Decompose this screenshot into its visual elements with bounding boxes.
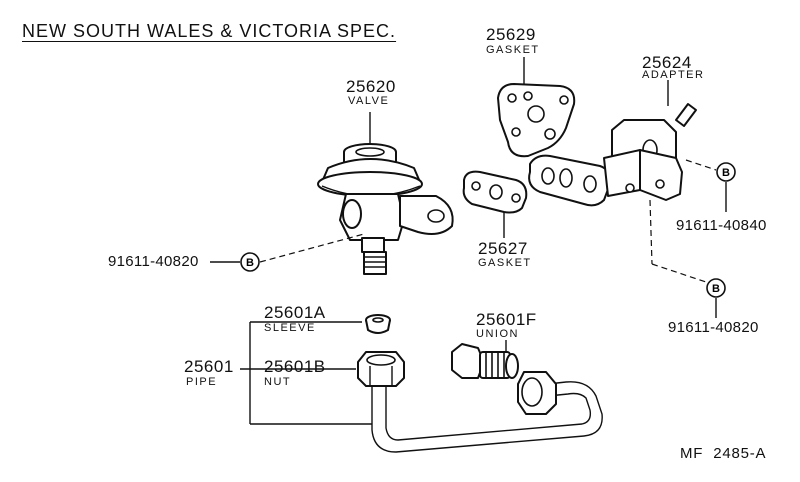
pipe-group-bracket	[240, 321, 372, 425]
gasket-lower-part-name: GASKET	[478, 257, 532, 269]
bolt-right-upper-part-number: 91611-40840	[676, 217, 767, 234]
bolt-left-part-number: 91611-40820	[108, 253, 199, 270]
nut-part-name: NUT	[264, 376, 292, 388]
sleeve-part-name: SLEEVE	[264, 322, 316, 334]
bolt-right-lower-part-number: 91611-40820	[668, 319, 759, 336]
valve-part-name: VALVE	[348, 95, 390, 107]
svg-text:B: B	[246, 257, 254, 269]
nut-illustration	[357, 351, 405, 387]
gasket-upper-part-number: 25629	[486, 25, 536, 44]
bolt-leaders	[210, 159, 727, 318]
gasket-lower-part-number: 25627	[478, 239, 528, 258]
svg-text:B: B	[722, 167, 730, 179]
union-illustration	[451, 340, 519, 379]
illustration-code: MF 2485-A	[680, 445, 767, 462]
pipe-part-number: 25601	[184, 357, 234, 376]
sleeve-part-number: 25601A	[264, 303, 326, 322]
union-part-name: UNION	[476, 328, 519, 340]
gasket-upper-illustration	[497, 57, 576, 158]
adapter-part-number: 25624	[642, 53, 692, 72]
sleeve-illustration	[365, 314, 391, 334]
bolt-marker-left: B	[240, 252, 260, 272]
diagram-title: NEW SOUTH WALES & VICTORIA SPEC.	[22, 21, 397, 41]
pipe-part-name: PIPE	[186, 376, 218, 388]
adapter-illustration	[528, 80, 697, 207]
bolt-marker-right-upper: B	[716, 162, 736, 182]
gasket-upper-part-name: GASKET	[486, 44, 540, 56]
valve-part-number: 25620	[346, 77, 396, 96]
svg-text:B: B	[712, 283, 720, 295]
adapter-part-name: ADAPTER	[642, 69, 705, 81]
union-part-number: 25601F	[476, 310, 537, 329]
bolt-marker-right-lower: B	[706, 278, 726, 298]
nut-part-number: 25601B	[264, 357, 326, 376]
pipe-illustration	[371, 371, 603, 453]
gasket-lower-illustration	[462, 170, 528, 238]
valve-illustration	[317, 112, 454, 275]
